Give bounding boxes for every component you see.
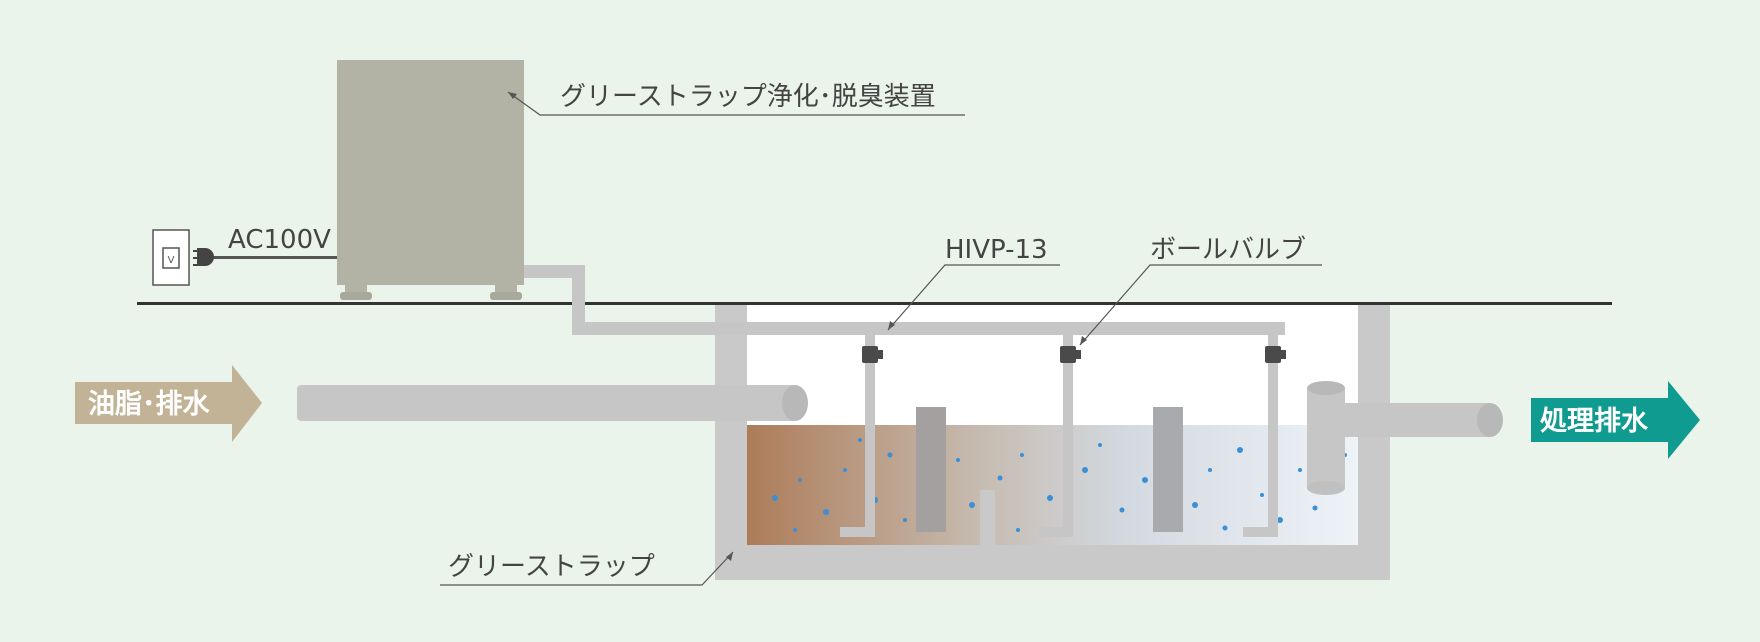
pump-label: HIVP-13: [945, 235, 1048, 265]
leader-arrow-trap: [726, 552, 733, 561]
leader-arrow-valve: [1080, 336, 1087, 345]
outflow-pipe: [1307, 381, 1503, 495]
power-cable: [205, 256, 337, 259]
air-supply-piping: [522, 265, 1285, 537]
ball-valve-icon: [862, 346, 1286, 363]
tank-water: [747, 425, 1358, 545]
power-label: AC100V: [228, 225, 331, 255]
inflow-arrow: 油脂･排水: [75, 365, 262, 442]
power-outlet-icon: V: [152, 229, 190, 286]
leader-lines: [440, 91, 1322, 586]
leader-arrow-pump: [888, 321, 895, 330]
leader-arrow-device: [508, 92, 517, 99]
tank-baffles: [916, 407, 1183, 545]
outflow-label: 処理排水: [1540, 405, 1649, 437]
power-plug-icon: [193, 248, 214, 266]
device-label: グリーストラップ浄化･脱臭装置: [560, 82, 936, 112]
trap-label: グリーストラップ: [448, 552, 655, 582]
inflow-pipe: [297, 385, 808, 421]
svg-text:V: V: [168, 255, 175, 266]
ground-line: [137, 302, 1612, 305]
purification-device: [337, 60, 524, 300]
outflow-arrow: 処理排水: [1531, 381, 1700, 459]
inflow-label: 油脂･排水: [88, 389, 210, 420]
valve-label: ボールバルブ: [1150, 235, 1306, 265]
